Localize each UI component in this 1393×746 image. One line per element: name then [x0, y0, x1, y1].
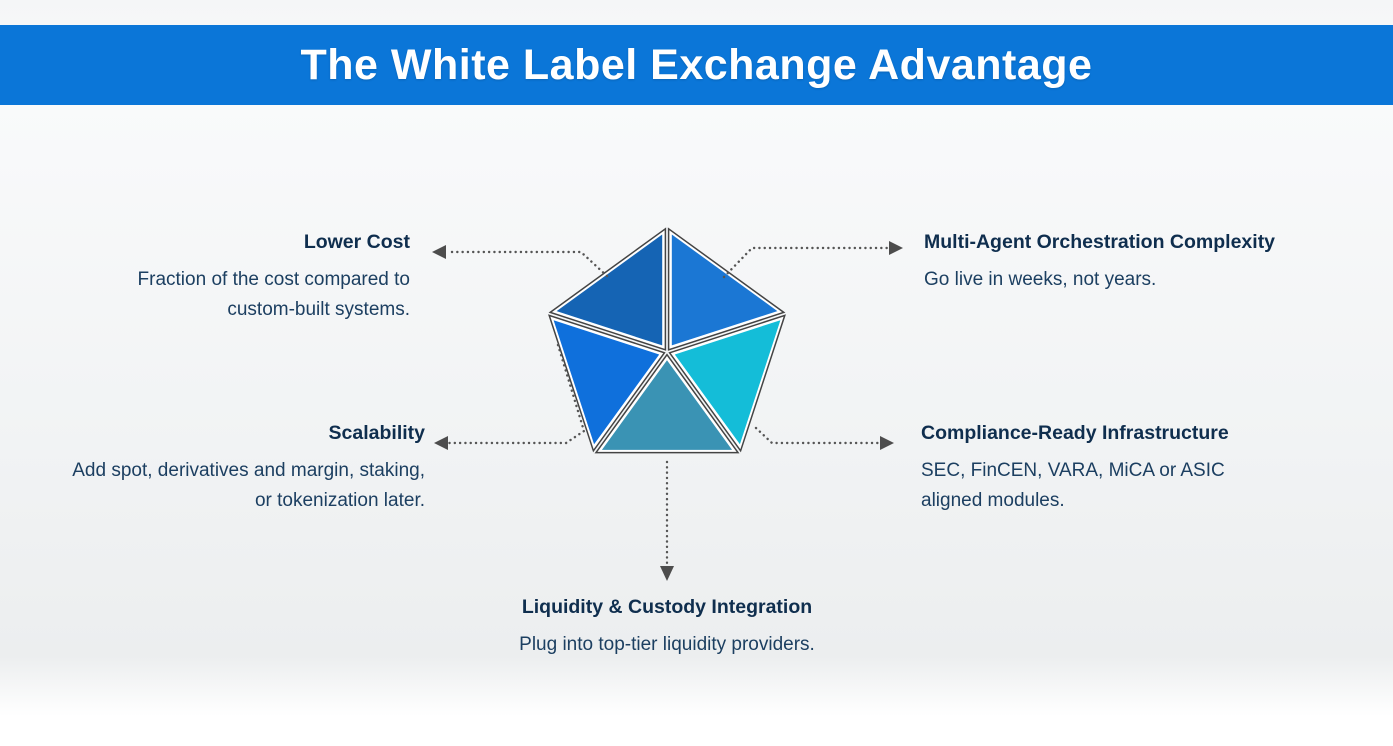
- header-bar: The White Label Exchange Advantage: [0, 25, 1393, 105]
- callout-scalability: Scalability Add spot, derivatives and ma…: [55, 420, 425, 516]
- callout-lower-cost: Lower Cost Fraction of the cost compared…: [70, 229, 410, 325]
- arrow-liquidity: [660, 460, 674, 581]
- callout-multi-agent-orchestration-complexity: Multi-Agent Orchestration Complexity Go …: [924, 229, 1354, 295]
- callout-title: Compliance-Ready Infrastructure: [921, 422, 1229, 444]
- callout-description: Add spot, derivatives and margin, stakin…: [72, 460, 425, 511]
- pentagon-segment-left: [548, 314, 666, 453]
- callout-title: Lower Cost: [303, 231, 410, 253]
- page-title: The White Label Exchange Advantage: [300, 40, 1093, 89]
- arrow-scalability: [434, 343, 586, 450]
- pentagon-segment-bottom: [594, 353, 740, 454]
- pentagon-segment-top-right: [667, 227, 786, 351]
- callout-description: Fraction of the cost compared to custom-…: [137, 269, 410, 320]
- arrow-multi-agent: [722, 241, 903, 279]
- callout-title: Multi-Agent Orchestration Complexity: [924, 231, 1276, 253]
- callout-title: Scalability: [328, 422, 425, 444]
- arrow-lower-cost: [432, 245, 609, 278]
- callout-compliance-ready-infrastructure: Compliance-Ready Infrastructure SEC, Fin…: [921, 420, 1266, 516]
- callout-description: SEC, FinCEN, VARA, MiCA or ASIC aligned …: [921, 460, 1225, 511]
- arrow-compliance: [754, 426, 894, 450]
- callout-description: Plug into top-tier liquidity providers.: [519, 634, 815, 655]
- callout-title: Liquidity & Custody Integration: [521, 596, 813, 618]
- pentagon-segment-top-left: [548, 227, 667, 351]
- pentagon-segment-right: [668, 314, 786, 453]
- callout-liquidity-custody-integration: Liquidity & Custody Integration Plug int…: [400, 594, 934, 660]
- callout-description: Go live in weeks, not years.: [924, 269, 1157, 290]
